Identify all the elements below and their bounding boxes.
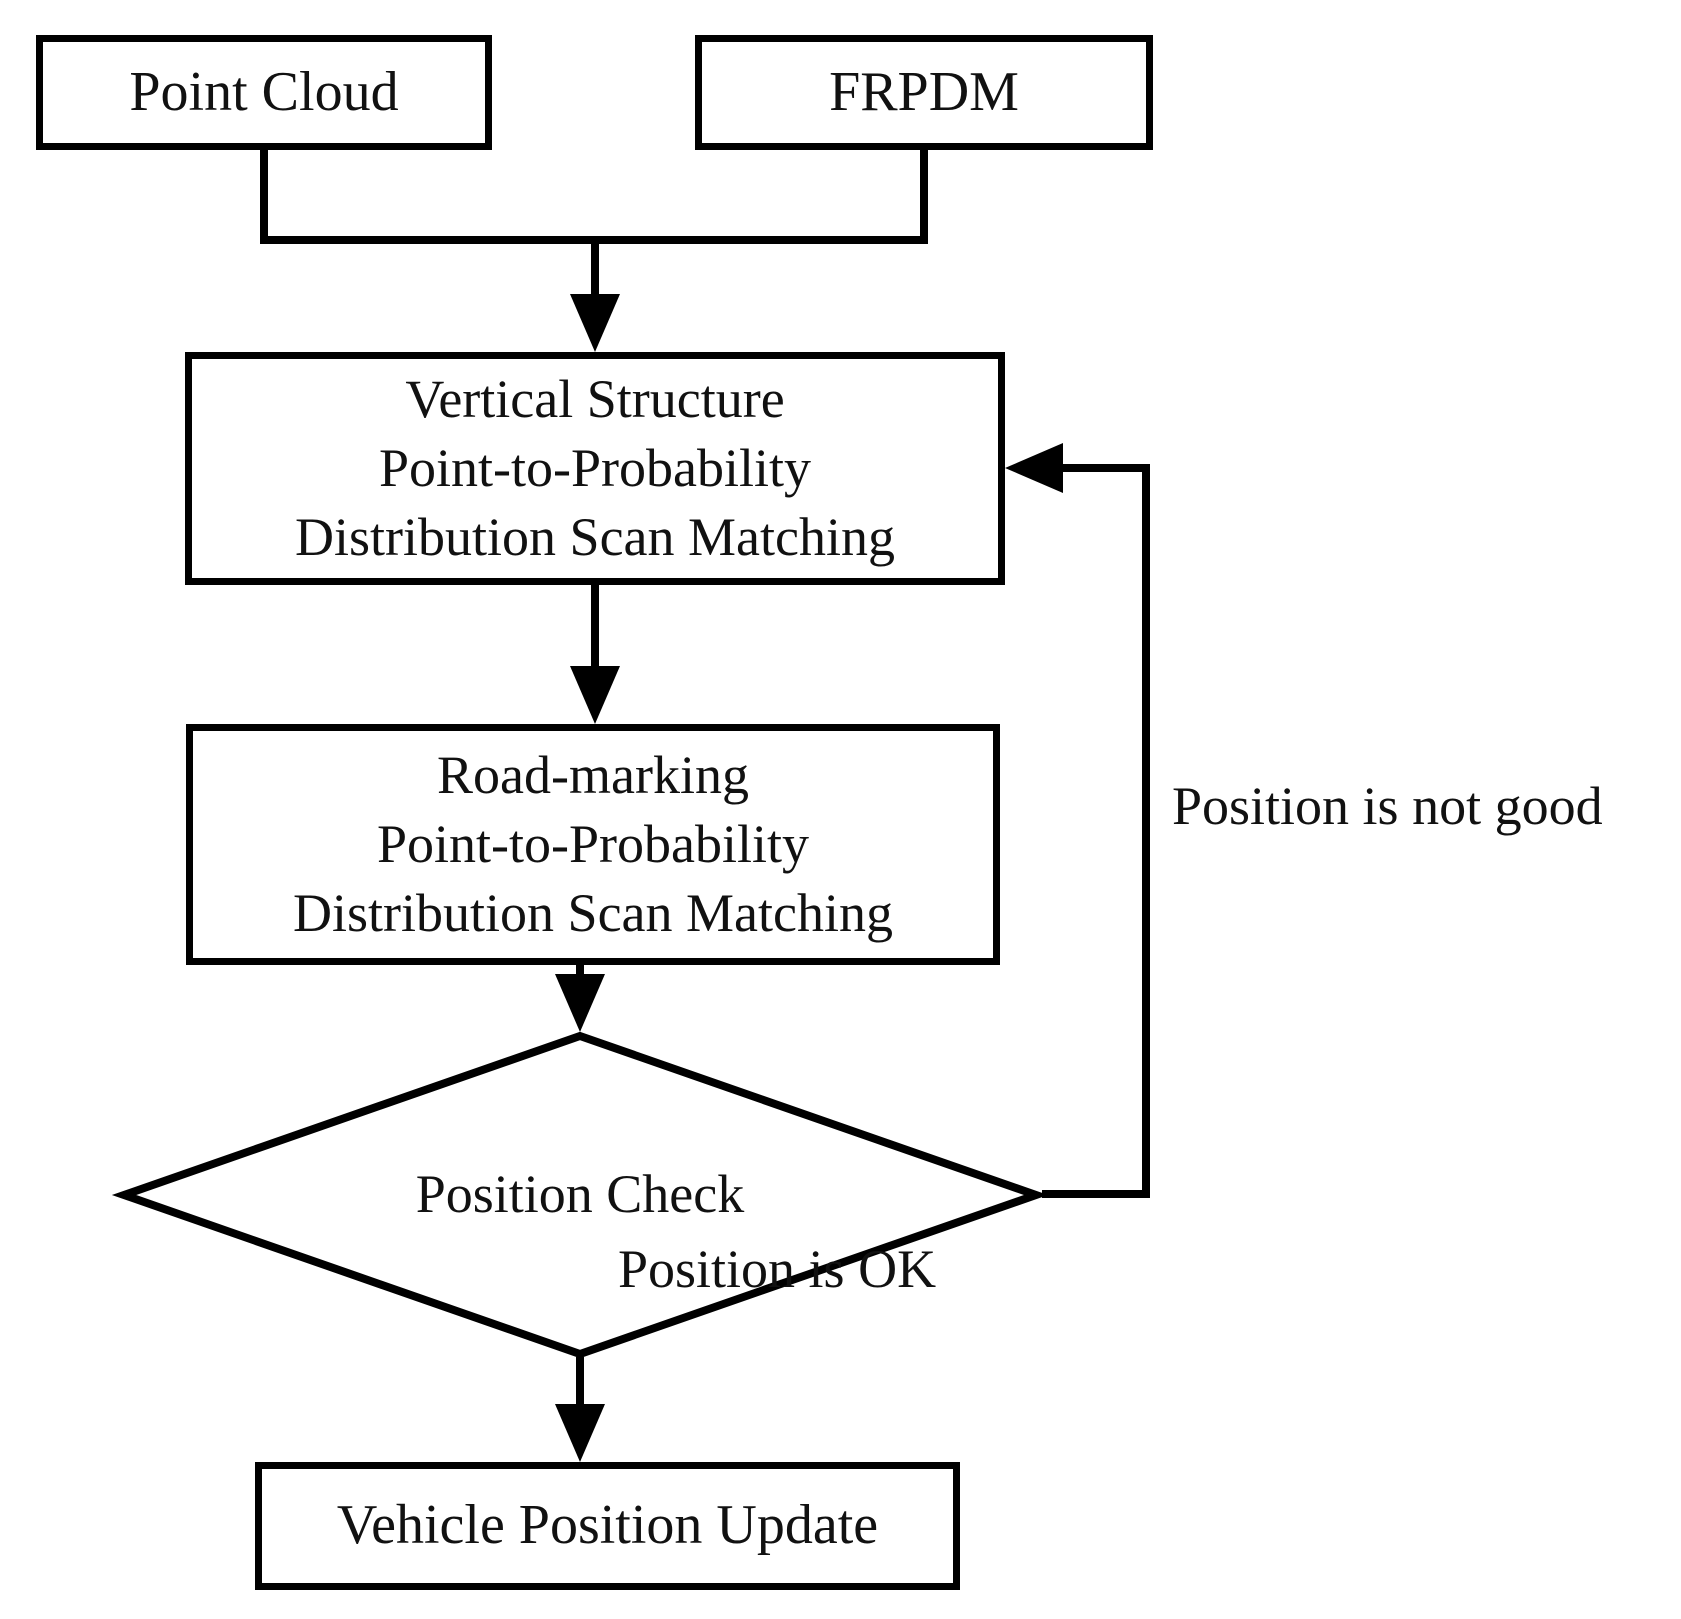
node-road-marking-line-3: Distribution Scan Matching [293, 883, 893, 944]
node-frpdm[interactable]: FRPDM [695, 35, 1153, 150]
connector-position-check-feedback [1035, 464, 1150, 1198]
node-road-marking-line-1: Road-marking [437, 744, 749, 805]
position-check-diamond-shape [111, 1031, 1049, 1359]
node-road-marking-matching[interactable]: Road-marking Point-to-Probability Distri… [186, 724, 1000, 965]
node-vertical-structure-line-2: Point-to-Probability [379, 437, 811, 498]
node-road-marking-line-2: Point-to-Probability [377, 813, 809, 874]
node-position-check[interactable]: Position Check [111, 1030, 1049, 1360]
arrowhead-into-position-check [555, 974, 605, 1032]
arrowhead-into-vehicle-position-update [555, 1404, 605, 1462]
node-point-cloud[interactable]: Point Cloud [36, 35, 492, 150]
node-point-cloud-label: Point Cloud [129, 60, 399, 123]
arrowhead-into-vertical-structure [570, 294, 620, 352]
node-position-check-label: Position Check [415, 1164, 745, 1224]
node-vertical-structure-matching[interactable]: Vertical Structure Point-to-Probability … [185, 352, 1005, 585]
node-vertical-structure-line-3: Distribution Scan Matching [295, 507, 895, 568]
node-frpdm-label: FRPDM [829, 60, 1019, 123]
node-vertical-structure-line-1: Vertical Structure [405, 368, 785, 429]
node-vehicle-position-update-label: Vehicle Position Update [336, 1494, 879, 1557]
edge-label-position-is-ok: Position is OK [618, 1239, 937, 1299]
edge-label-position-is-not-good: Position is not good [1172, 776, 1603, 836]
arrowhead-into-road-marking [570, 666, 620, 724]
node-vehicle-position-update[interactable]: Vehicle Position Update [255, 1462, 960, 1590]
arrowhead-feedback-into-vertical-structure [1005, 443, 1063, 493]
